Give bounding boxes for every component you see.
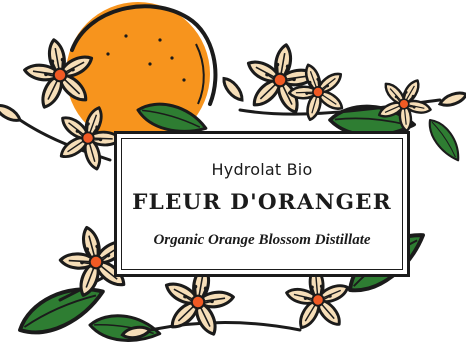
product-label: Hydrolat Bio FLEUR D'ORANGER Organic Ora… xyxy=(114,131,410,277)
label-title: FLEUR D'ORANGER xyxy=(132,190,392,215)
label-subtitle: Hydrolat Bio xyxy=(211,160,313,179)
label-inner-border xyxy=(121,138,403,270)
label-tagline: Organic Orange Blossom Distillate xyxy=(153,232,371,248)
